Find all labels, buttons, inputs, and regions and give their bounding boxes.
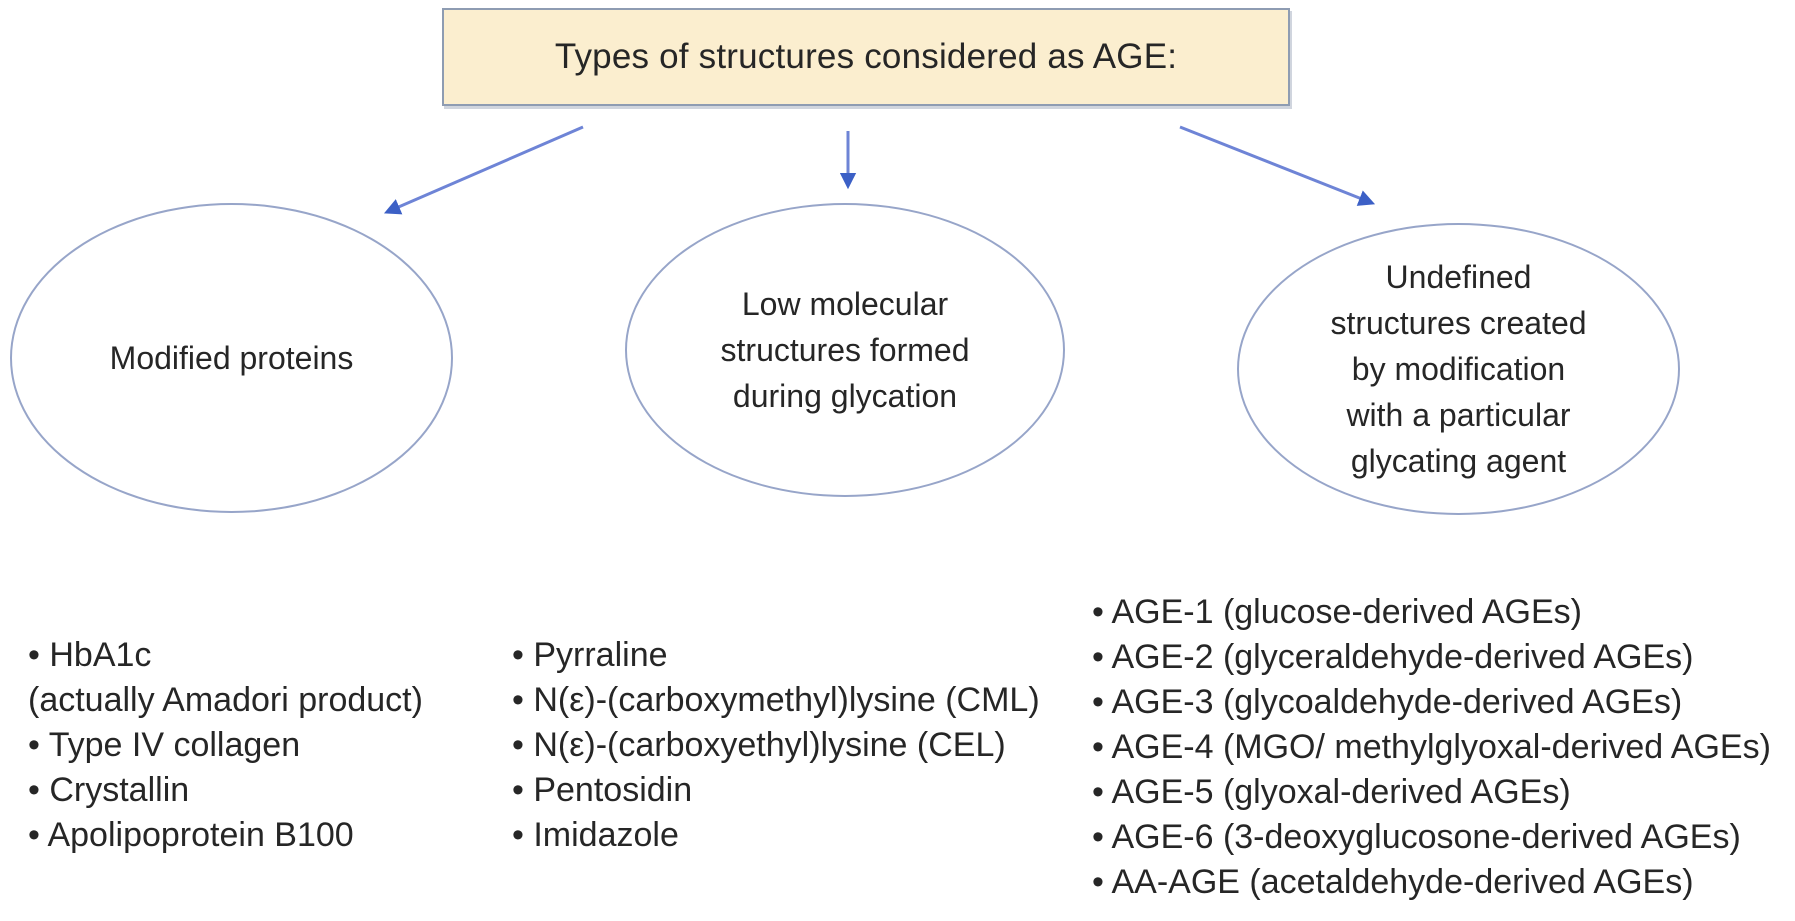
title-text: Types of structures considered as AGE: xyxy=(554,37,1178,76)
list-item: • Pyrraline xyxy=(512,636,668,674)
list-item: • AGE-1 (glucose-derived AGEs) xyxy=(1092,593,1582,631)
ellipse-undefined-structures-label: Undefined structures created by modificati… xyxy=(1330,254,1586,484)
list-item: • Apolipoprotein B100 xyxy=(28,816,354,854)
list-item: • AGE-4 (MGO/ methylglyoxal-derived AGEs… xyxy=(1092,728,1771,766)
list-item: • AGE-6 (3-deoxyglucosone-derived AGEs) xyxy=(1092,818,1741,856)
ellipse-label-line: Undefined xyxy=(1385,259,1532,295)
list-item: • N(ε)-(carboxyethyl)lysine (CEL) xyxy=(512,726,1006,764)
list-item: (actually Amadori product) xyxy=(28,681,423,719)
ellipse-low-molecular-structures-label: Low molecular structures formed during gly… xyxy=(721,281,970,419)
ellipse-label-line: Low molecular xyxy=(741,286,949,322)
ellipse-label-line: with a particular xyxy=(1346,397,1571,433)
list-item: • HbA1c xyxy=(28,636,152,674)
list-item: • N(ε)-(carboxymethyl)lysine (CML) xyxy=(512,681,1040,719)
ellipse-label-line: structures created xyxy=(1330,305,1587,341)
title-box: Types of structures considered as AGE: xyxy=(442,8,1290,106)
arrow-to-modified-proteins xyxy=(383,125,584,215)
list-item: • AGE-3 (glycoaldehyde-derived AGEs) xyxy=(1092,683,1683,721)
list-item: • AGE-2 (glyceraldehyde-derived AGEs) xyxy=(1092,638,1694,676)
ellipse-label-line: Modified proteins xyxy=(109,340,354,376)
ellipse-low-molecular-structures: Low molecular structures formed during gly… xyxy=(625,203,1065,497)
list-item: • AGE-5 (glyoxal-derived AGEs) xyxy=(1092,773,1571,811)
ellipse-label-line: during glycation xyxy=(732,378,958,414)
ellipse-label-line: by modification xyxy=(1351,351,1566,387)
list-item: • Type IV collagen xyxy=(28,726,301,764)
ellipse-modified-proteins: Modified proteins xyxy=(10,203,453,513)
list-low-molecular-structures-examples: • Pyrraline • N(ε)-(carboxymethyl)lysine … xyxy=(512,633,1040,858)
list-item: • Crystallin xyxy=(28,771,190,809)
ellipse-label-line: structures formed xyxy=(720,332,970,368)
ellipse-undefined-structures: Undefined structures created by modificati… xyxy=(1237,223,1680,515)
list-modified-proteins-examples: • HbA1c (actually Amadori product) • Type … xyxy=(28,633,423,858)
list-item: • Pentosidin xyxy=(512,771,693,809)
list-item: • AA-AGE (acetaldehyde-derived AGEs) xyxy=(1092,863,1694,901)
arrow-to-undefined-structures xyxy=(1179,125,1376,206)
ellipse-modified-proteins-label: Modified proteins xyxy=(110,335,354,381)
list-undefined-structures-examples: • AGE-1 (glucose-derived AGEs) • AGE-2 (g… xyxy=(1092,590,1771,905)
ellipse-label-line: glycating agent xyxy=(1350,443,1567,479)
list-item: • Imidazole xyxy=(512,816,679,854)
